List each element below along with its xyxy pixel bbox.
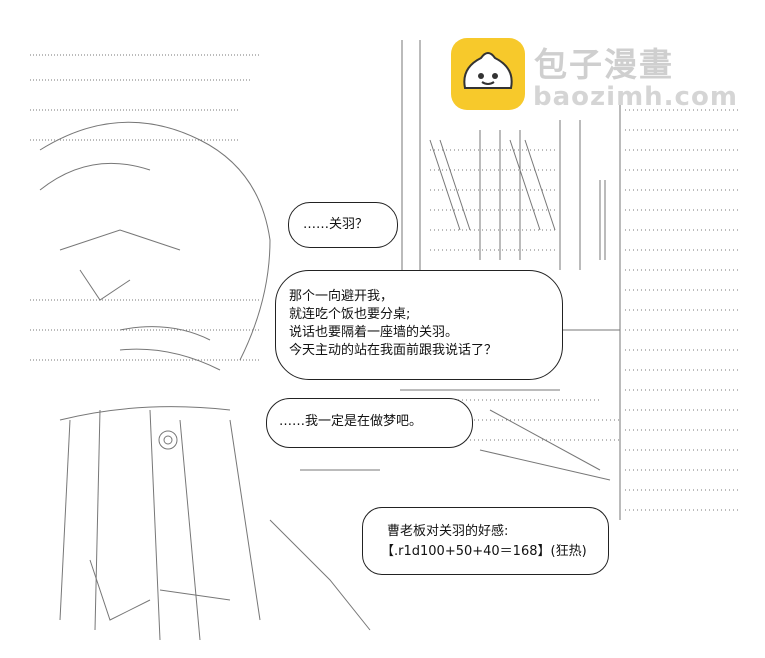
affection-label: 曹老板对关羽的好感: — [387, 524, 509, 539]
bubble-text: ……我一定是在做梦吧。 — [279, 414, 423, 429]
bubble-text: ……关羽？ — [303, 217, 369, 232]
bubble-line: 就连吃个饭也要分桌; — [289, 307, 411, 322]
speech-bubble-monologue: 那个一向避开我， 就连吃个饭也要分桌; 说话也要隔着一座墙的关羽。 今天主动的站… — [275, 270, 563, 380]
affection-status-box: 曹老板对关羽的好感: 【.r1d100+50+40＝168】(狂热) — [362, 507, 609, 575]
speech-bubble-guanyu: ……关羽？ — [288, 202, 398, 248]
speech-bubble-dream: ……我一定是在做梦吧。 — [266, 398, 473, 448]
watermark-site: baozimh.com — [533, 82, 738, 112]
bubble-line: 说话也要隔着一座墙的关羽。 — [289, 325, 459, 340]
watermark-brand: 包子漫畫 — [534, 45, 674, 84]
bubble-line: 今天主动的站在我面前跟我说话了？ — [289, 343, 498, 358]
bubble-line: 那个一向避开我， — [289, 289, 394, 304]
bun-mascot-icon — [451, 38, 525, 110]
affection-roll: 【.r1d100+50+40＝168】(狂热) — [381, 544, 587, 559]
